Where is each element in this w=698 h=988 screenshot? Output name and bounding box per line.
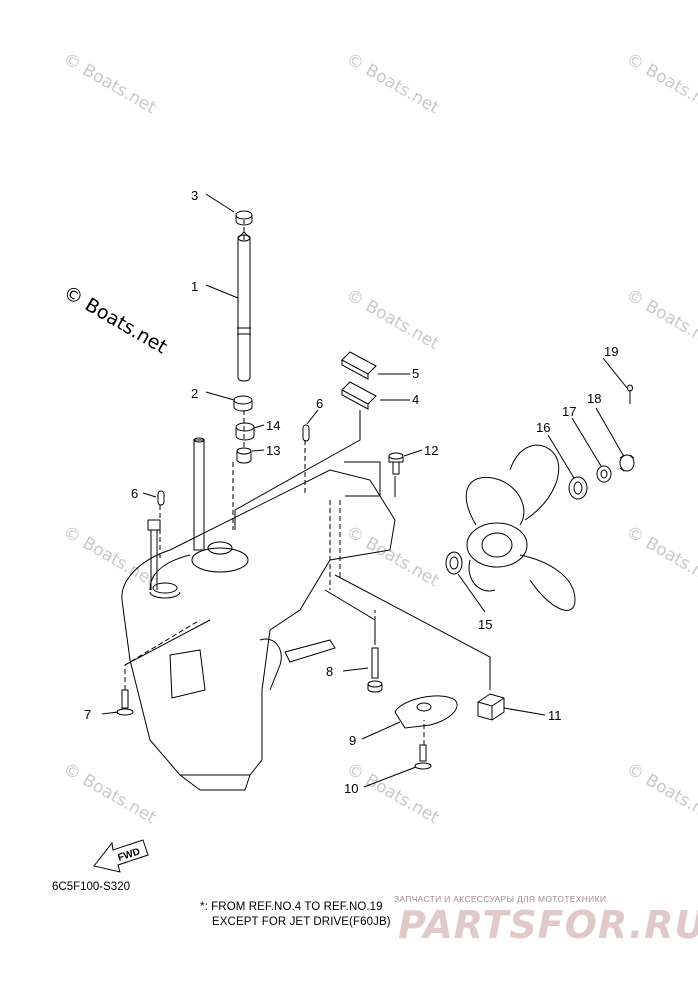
callout-10: 10 xyxy=(344,781,358,796)
part-1-tube xyxy=(237,231,251,382)
callout-2: 2 xyxy=(191,386,198,401)
part-14-seal xyxy=(235,422,255,441)
watermark-text: © Boats.net xyxy=(343,285,443,354)
part-17-spacer xyxy=(596,465,612,483)
callout-6: 6 xyxy=(316,396,323,411)
watermark-text: © Boats.net xyxy=(623,522,698,591)
watermark-text: © Boats.net xyxy=(343,49,443,118)
part-3-ring xyxy=(235,210,253,226)
callout-5: 5 xyxy=(412,366,419,381)
partsfor-tagline: ЗАПЧАСТИ И АКСЕССУАРЫ ДЛЯ МОТОТЕХНИКИ xyxy=(394,894,607,904)
callout-18: 18 xyxy=(587,391,601,406)
callout-12: 12 xyxy=(424,443,438,458)
callout-7: 7 xyxy=(84,707,91,722)
part-13-bush xyxy=(236,447,252,464)
lower-casing-body xyxy=(121,437,396,791)
part-12-bolt xyxy=(388,452,404,475)
partsfor-logo: PARTSFOR.RU xyxy=(398,903,698,947)
callout-13: 13 xyxy=(266,443,280,458)
watermark-text: © Boats.net xyxy=(60,49,160,118)
assembly-guide-lines xyxy=(124,220,425,745)
bracket-lines xyxy=(124,410,491,690)
part-11-anode xyxy=(477,693,505,721)
part-18-nut xyxy=(619,454,635,472)
watermark-layer: © Boats.net © Boats.net © Boats.net © Bo… xyxy=(60,49,698,828)
callout-3: 3 xyxy=(191,188,198,203)
callout-8: 8 xyxy=(326,664,333,679)
watermark-text: © Boats.net xyxy=(60,759,160,828)
callout-11: 11 xyxy=(548,708,562,723)
callout-6: 6 xyxy=(131,486,138,501)
callout-14: 14 xyxy=(266,418,280,433)
watermark-text: © Boats.net xyxy=(623,759,698,828)
watermark-text-bold: © Boats.net xyxy=(60,281,171,358)
callout-19: 19 xyxy=(604,344,618,359)
part-19-cotter-pin xyxy=(627,384,633,404)
callout-layer: 1 2 3 4 5 6 6 7 8 9 10 11 12 13 14 15 16… xyxy=(84,188,618,796)
watermark-text: © Boats.net xyxy=(623,49,698,118)
part-6-dowel-pin xyxy=(157,424,310,506)
callout-15: 15 xyxy=(478,617,492,632)
part-2-grommet xyxy=(233,395,253,412)
part-8-bolt xyxy=(367,647,383,693)
footnote-line-2: EXCEPT FOR JET DRIVE(F60JB) xyxy=(212,916,391,928)
fwd-arrow-icon: FWD xyxy=(93,839,149,873)
part-7-bolt xyxy=(116,689,134,716)
callout-1: 1 xyxy=(191,279,198,294)
drawing-code: 6C5F100-S320 xyxy=(52,881,130,893)
callout-4: 4 xyxy=(412,392,419,407)
callout-16: 16 xyxy=(536,420,550,435)
footnote-line-1: *: FROM REF.NO.4 TO REF.NO.19 xyxy=(200,901,383,913)
part-16-washer xyxy=(568,476,588,500)
part-15-spacer xyxy=(445,551,463,575)
part-10-bolt xyxy=(414,744,432,770)
watermark-text: © Boats.net xyxy=(60,522,160,591)
part-5-plate xyxy=(341,351,377,380)
part-9-trim-tab xyxy=(394,695,458,729)
callout-17: 17 xyxy=(562,404,576,419)
leader-lines xyxy=(101,193,628,788)
propeller xyxy=(465,444,576,611)
watermark-text: © Boats.net xyxy=(623,285,698,354)
callout-9: 9 xyxy=(349,733,356,748)
part-4-plate xyxy=(341,381,377,410)
